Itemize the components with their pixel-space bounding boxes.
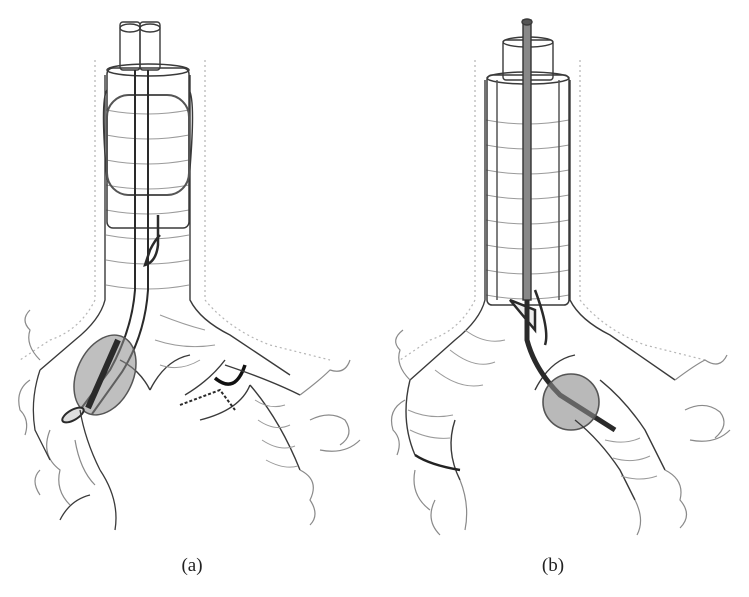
airway-dotted-outline-b bbox=[399, 60, 706, 361]
trachea-outline-b bbox=[409, 80, 676, 391]
bronchial-balloon-a bbox=[61, 334, 137, 424]
double-lumen-top-a bbox=[119, 21, 161, 71]
panel-b-illustration bbox=[390, 18, 731, 536]
panel-b: (b) bbox=[375, 0, 749, 597]
right-lung-branches-a bbox=[299, 359, 361, 526]
right-bronchus-rings-b bbox=[604, 437, 658, 480]
panel-a: (a) bbox=[18, 21, 361, 576]
left-lung-branches-b bbox=[390, 329, 468, 536]
trachea-outline-a bbox=[39, 75, 291, 391]
left-bronchus-b bbox=[405, 379, 461, 481]
left-lung-branches-a bbox=[18, 309, 96, 506]
blocker-balloon-b bbox=[542, 373, 600, 431]
panel-b-label: (b) bbox=[541, 555, 565, 576]
right-bronchus-a bbox=[179, 359, 301, 471]
airway-dotted-outline-a bbox=[19, 60, 331, 361]
panel-a-label: (a) bbox=[181, 555, 203, 576]
tracheal-hook-a bbox=[143, 215, 161, 267]
tube-connector-b bbox=[502, 18, 554, 301]
right-bronchus-b bbox=[574, 379, 666, 501]
lower-airways-a bbox=[32, 369, 117, 531]
right-bronchus-rings-a bbox=[254, 399, 299, 468]
trachea-rings-b bbox=[434, 119, 570, 387]
right-lung-branches-b bbox=[634, 354, 731, 536]
trachea-rings-a bbox=[105, 109, 216, 369]
panel-a-illustration bbox=[18, 21, 361, 531]
